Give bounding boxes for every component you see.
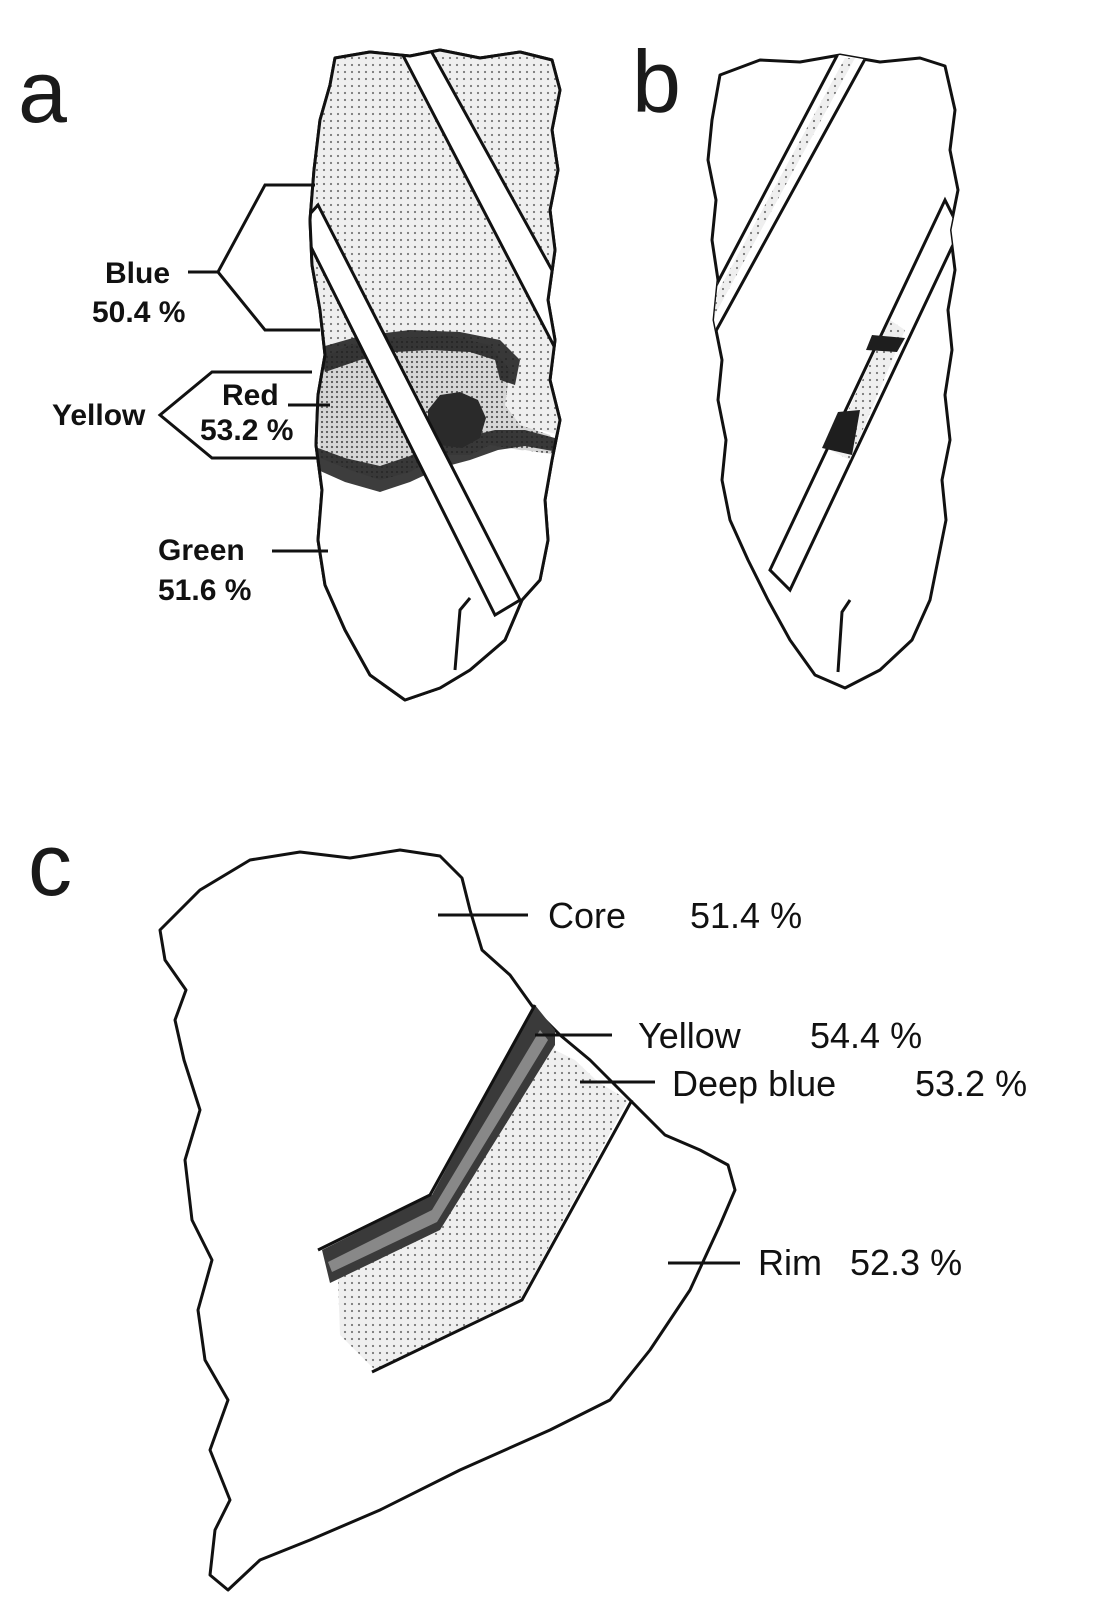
panel-c-deep-blue-label: Deep blue [672, 1063, 836, 1104]
panel-c-core-label: Core [548, 895, 626, 936]
panel-c-core-value: 51.4 % [690, 895, 802, 936]
panel-a: a [18, 40, 585, 720]
panel-c-yellow-label: Yellow [638, 1015, 742, 1056]
panel-a-red-value: 53.2 % [200, 414, 293, 447]
panel-a-blue-bracket [188, 185, 320, 330]
panel-a-green-value: 51.6 % [158, 574, 251, 607]
panel-b-letter: b [632, 32, 681, 131]
panel-a-blue-value: 50.4 % [92, 296, 185, 329]
panel-c-yellow-value: 54.4 % [810, 1015, 922, 1056]
panel-b-crystal-outline [708, 55, 958, 688]
panel-c-rim-label: Rim [758, 1242, 822, 1283]
panel-c-letter: c [28, 815, 72, 914]
panel-a-yellow-label: Yellow [52, 399, 146, 432]
panel-a-crystal [300, 40, 585, 720]
panel-a-blue-label: Blue [105, 257, 170, 290]
panel-c-deep-blue-value: 53.2 % [915, 1063, 1027, 1104]
panel-c: c Core 51.4 % Yellow 54.4 % Deep blue 53… [28, 815, 1027, 1590]
panel-a-letter: a [18, 42, 67, 141]
panel-c-rim-value: 52.3 % [850, 1242, 962, 1283]
panel-a-green-label: Green [158, 534, 245, 567]
panel-b: b [632, 32, 960, 688]
panel-a-red-label: Red [222, 379, 279, 412]
